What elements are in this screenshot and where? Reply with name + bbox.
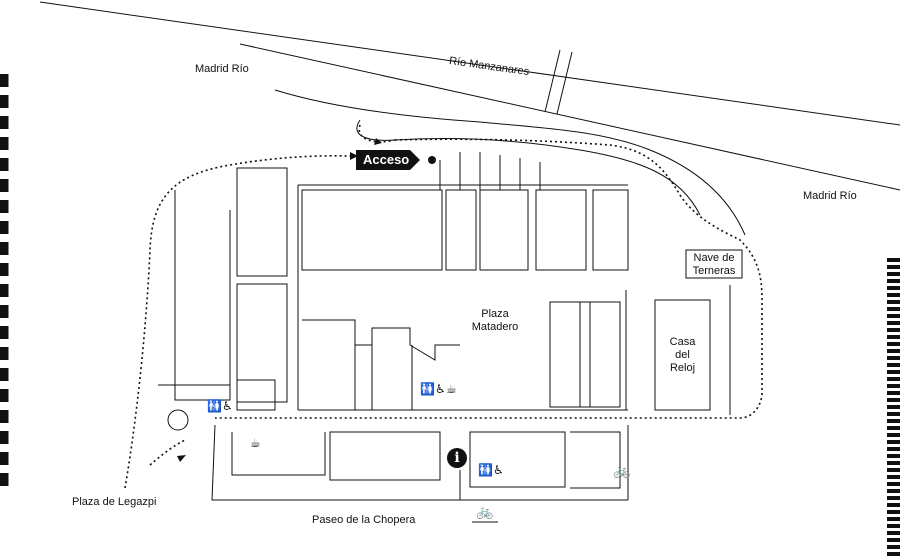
toilets-accessible-icon: 🚻♿: [420, 382, 446, 396]
label-madrid-rio-left: Madrid Río: [195, 63, 249, 75]
top-arrow-head: [374, 138, 382, 145]
casa-line-1: Casa: [669, 336, 696, 348]
access-path: [124, 124, 763, 489]
buildings: [158, 152, 743, 523]
acceso-label: Acceso: [363, 152, 410, 167]
label-casa-del-reloj: Casa del Reloj: [655, 336, 710, 375]
toilets-accessible-icon: 🚻♿: [478, 463, 504, 477]
nave-line-2: Terneras: [692, 265, 736, 277]
label-madrid-rio-right: Madrid Río: [803, 190, 857, 202]
acceso-tag-shape: [356, 150, 420, 170]
bicycle-icon: 🚲: [613, 462, 631, 478]
acceso-arrow-head: [350, 152, 358, 160]
label-nave-de-terneras: Nave de Terneras: [686, 252, 742, 278]
casa-line-2: del: [675, 349, 690, 361]
legazpi-arrow-head: [177, 455, 186, 462]
label-plaza-matadero: Plaza Matadero: [460, 308, 530, 334]
cafe-icon: ☕: [446, 382, 457, 396]
acceso-dot: [428, 156, 436, 164]
cafe-icon: ☕: [250, 436, 261, 450]
river-roads: [39, 1, 900, 236]
plaza-line-2: Matadero: [471, 321, 519, 333]
toilets-accessible-icon: 🚻♿: [207, 399, 233, 413]
info-icon[interactable]: i: [447, 448, 467, 468]
casa-line-3: Reloj: [669, 362, 696, 374]
bicycle-icon: 🚲: [476, 503, 494, 519]
plaza-line-1: Plaza: [481, 308, 509, 320]
label-plaza-de-legazpi: Plaza de Legazpi: [72, 496, 157, 508]
label-paseo-de-la-chopera: Paseo de la Chopera: [312, 514, 416, 526]
nave-line-1: Nave de: [693, 252, 735, 264]
